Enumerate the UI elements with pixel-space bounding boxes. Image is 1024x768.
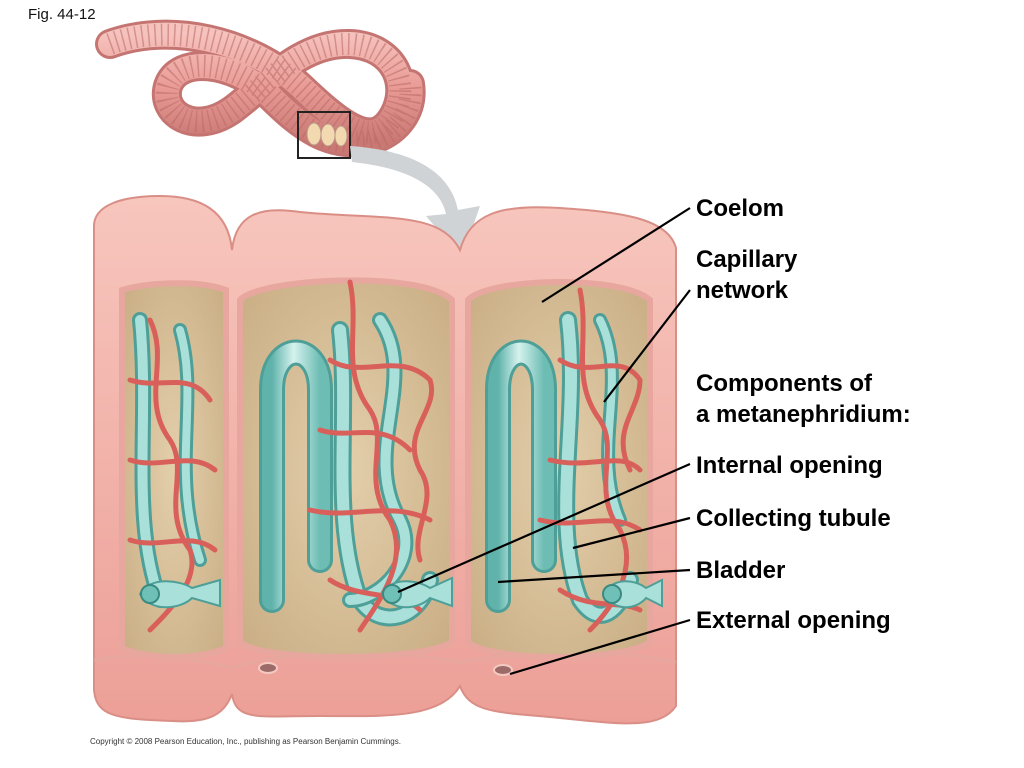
label-collecting-tubule: Collecting tubule <box>696 505 891 532</box>
label-components-line1: Components of <box>696 370 872 397</box>
leader-internal-opening <box>397 462 691 594</box>
figure-label: Fig. 44-12 <box>28 6 96 23</box>
label-bladder: Bladder <box>696 557 786 584</box>
label-capillary-network: Capillary network <box>696 244 797 306</box>
label-internal-opening: Internal opening <box>696 452 883 479</box>
leader-lines <box>397 207 691 676</box>
label-external-opening: External opening <box>696 607 891 634</box>
magnification-box <box>297 111 351 159</box>
label-capillary-network-line1: Capillary <box>696 246 798 273</box>
leader-bladder <box>497 568 691 584</box>
segment-detail-icon <box>306 122 348 147</box>
copyright-notice: Copyright © 2008 Pearson Education, Inc.… <box>90 737 401 746</box>
label-capillary-network-line2: network <box>696 277 789 304</box>
zoom-arrow <box>350 146 480 258</box>
leader-collecting-tubule <box>572 516 691 550</box>
leader-external-opening <box>509 618 691 676</box>
label-components-header: Components of a metanephridium: <box>696 368 911 430</box>
collecting-tubules <box>132 311 639 627</box>
label-components-line2: a metanephridium: <box>696 401 911 428</box>
external-openings <box>258 662 513 676</box>
leader-capillary-network <box>603 289 691 403</box>
earthworm <box>95 19 426 158</box>
internal-openings <box>138 576 663 609</box>
leader-coelom <box>541 207 691 303</box>
label-coelom: Coelom <box>696 195 785 222</box>
